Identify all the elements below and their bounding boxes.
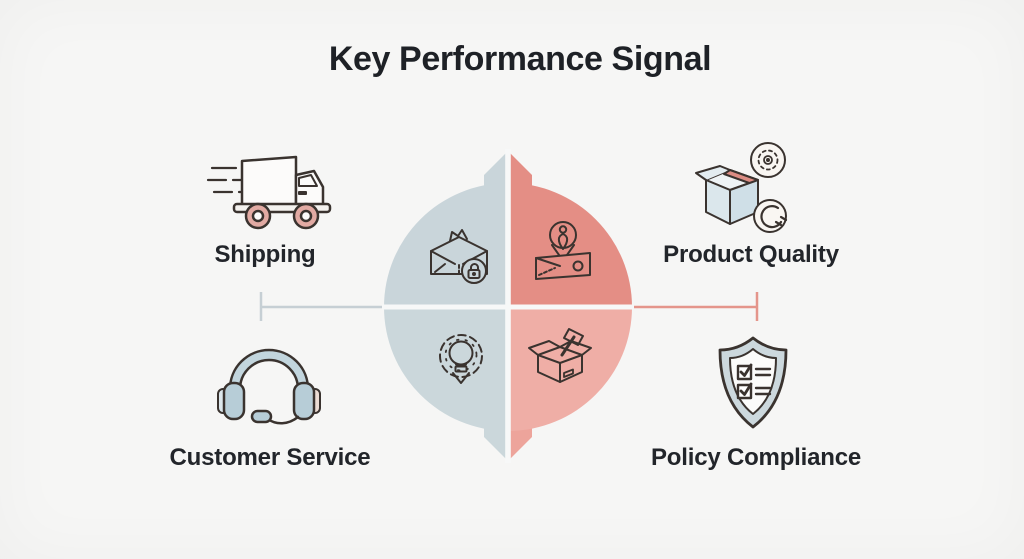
idea-gear-bulb-icon xyxy=(439,334,483,384)
product-quality-label: Product Quality xyxy=(663,241,839,268)
shipping-label: Shipping xyxy=(214,241,316,268)
policy-compliance-shield-icon xyxy=(718,336,788,429)
quadrant-bottom-left xyxy=(384,307,508,431)
horizontal-divider xyxy=(382,304,634,310)
policy-compliance-label: Policy Compliance xyxy=(651,444,861,471)
product-quality-box-icon xyxy=(695,142,788,233)
right-connector-line xyxy=(620,292,759,321)
quadrant-bottom-right xyxy=(508,307,632,431)
customer-service-headset-icon xyxy=(217,348,321,425)
secure-package-icon xyxy=(430,229,488,284)
left-connector-line xyxy=(259,292,400,321)
open-box-tool-icon xyxy=(528,328,592,383)
page-title: Key Performance Signal xyxy=(328,40,712,78)
person-pin-package-icon xyxy=(535,221,591,280)
shipping-truck-icon xyxy=(206,155,332,230)
customer-service-label: Customer Service xyxy=(169,444,371,471)
